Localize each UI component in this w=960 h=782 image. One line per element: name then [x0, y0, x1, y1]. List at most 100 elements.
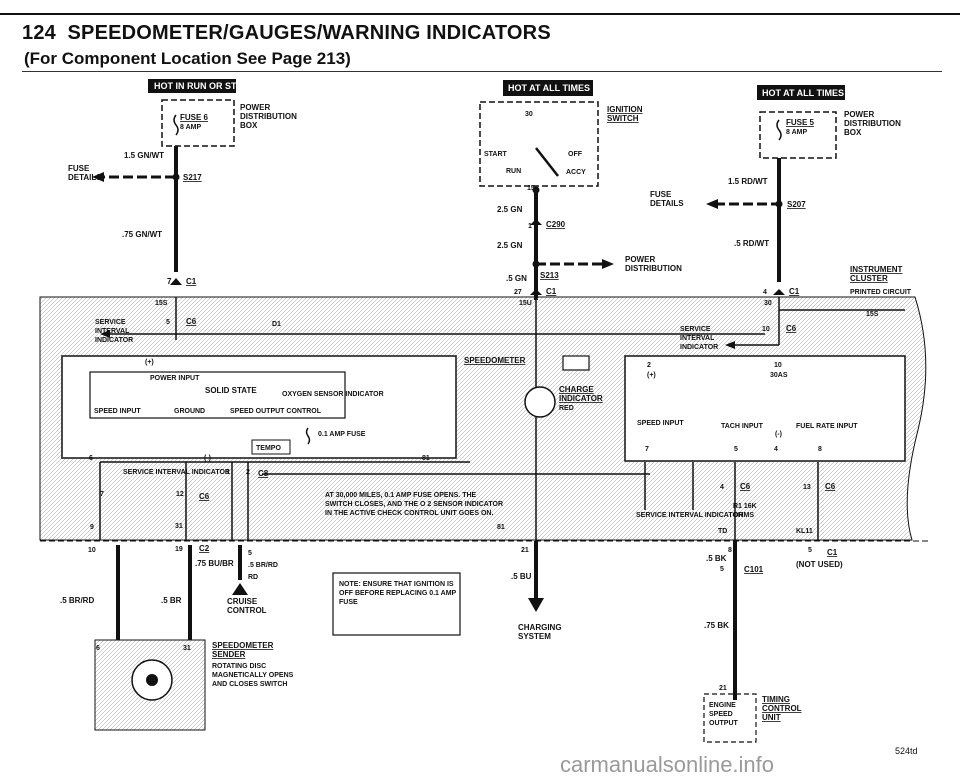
- page-subtitle: (For Component Location See Page 213): [24, 49, 351, 68]
- svg-text:C6: C6: [186, 317, 197, 326]
- badge-run-start: [148, 79, 236, 93]
- c1-left-pin: [170, 278, 182, 285]
- svg-text:15U: 15U: [519, 300, 532, 307]
- wire-label-w11: .5 BR/RD: [248, 562, 278, 569]
- svg-text:RD: RD: [248, 574, 258, 581]
- wire-label-w13: .5 BK: [706, 554, 727, 563]
- note-box: [332, 572, 461, 636]
- wire-label-w3: 2.5 GN: [497, 205, 523, 214]
- ign-terminal-15: 15: [527, 185, 535, 192]
- splice-s217-dot: [172, 173, 180, 181]
- svg-text:C6: C6: [740, 482, 751, 491]
- svg-text:5: 5: [720, 566, 724, 573]
- wire-label-w14: .75 BK: [704, 621, 729, 630]
- svg-text:10: 10: [88, 547, 96, 554]
- svg-text:6: 6: [89, 455, 93, 462]
- svg-text:C1: C1: [827, 548, 838, 557]
- svg-text:30: 30: [764, 300, 772, 307]
- svg-text:RED: RED: [559, 405, 574, 412]
- badge-run-start-text: HOT IN RUN OR START: [154, 81, 255, 91]
- svg-text:TACH INPUT: TACH INPUT: [721, 423, 764, 430]
- svg-text:4: 4: [774, 446, 778, 453]
- c1-center-label: C1: [546, 287, 557, 296]
- svg-text:19: 19: [175, 546, 183, 553]
- svg-text:SPEED INPUT: SPEED INPUT: [94, 408, 141, 415]
- wire-label-w5: .5 GN: [506, 274, 527, 283]
- svg-text:SPEED OUTPUT CONTROL: SPEED OUTPUT CONTROL: [230, 408, 322, 415]
- svg-text:5: 5: [808, 547, 812, 554]
- c1-left-label: C1: [186, 277, 197, 286]
- fuse5-box: [759, 111, 837, 159]
- svg-text:POWER INPUT: POWER INPUT: [150, 375, 200, 382]
- ign-run: RUN: [506, 168, 521, 175]
- svg-text:10: 10: [762, 326, 770, 333]
- svg-text:31: 31: [183, 645, 191, 652]
- svg-text:SERVICE INTERVAL INDICATOR: SERVICE INTERVAL INDICATOR: [123, 469, 230, 476]
- svg-text:C101: C101: [744, 565, 764, 574]
- svg-text:12: 12: [176, 491, 184, 498]
- svg-text:GROUND: GROUND: [174, 408, 205, 415]
- c1-right-pin: 4: [763, 289, 767, 296]
- badge-all-times-right-text: HOT AT ALL TIMES: [762, 88, 844, 98]
- svg-text:SERVICE INTERVAL INDICATOR: SERVICE INTERVAL INDICATOR: [636, 512, 743, 519]
- svg-text:SPEED INPUT: SPEED INPUT: [637, 420, 684, 427]
- svg-text:(+): (+): [647, 372, 656, 379]
- arrow-left: [92, 172, 104, 182]
- c290-label: C290: [546, 220, 566, 229]
- speedometer-label: SPEEDOMETER: [464, 356, 526, 365]
- svg-text:13: 13: [803, 484, 811, 491]
- svg-text:21: 21: [521, 547, 529, 554]
- mileage-note: AT 30,000 MILES, 0.1 AMP FUSE OPENS. THE…: [325, 492, 503, 517]
- ign-off: OFF: [568, 151, 583, 158]
- battery-symbol: [562, 355, 590, 371]
- fuse6-box: [161, 99, 235, 147]
- svg-text:C2: C2: [199, 544, 210, 553]
- not-used-label: (NOT USED): [796, 560, 843, 569]
- printed-circuit-label: PRINTED CIRCUIT: [850, 289, 912, 296]
- wire-label-w12: .5 BU: [511, 572, 532, 581]
- c290-pin: 1: [528, 223, 532, 230]
- badge-all-times-right: [757, 85, 845, 100]
- tempo-label: TEMPO: [256, 445, 281, 452]
- wire-label-w1: 1.5 GN/WT: [124, 151, 164, 160]
- wire-label-w6: 1.5 RD/WT: [728, 177, 768, 186]
- svg-text:81: 81: [497, 524, 505, 531]
- svg-text:2: 2: [647, 362, 651, 369]
- charge-indicator-bulb: [524, 386, 556, 418]
- wire-label-w7: .5 RD/WT: [734, 239, 769, 248]
- s207-label: S207: [787, 200, 806, 209]
- solid-state-text: SOLID STATE: [205, 386, 257, 395]
- svg-text:81: 81: [422, 455, 430, 462]
- ignition-lever: [535, 147, 559, 177]
- figure-code: 524td: [895, 746, 918, 756]
- ignition-box: [479, 101, 599, 187]
- svg-text:15S: 15S: [866, 311, 879, 318]
- page-number: 124: [22, 22, 56, 44]
- ign-start: START: [484, 151, 508, 158]
- wire-label-w10: .75 BU/BR: [195, 559, 234, 568]
- svg-text:TD: TD: [718, 528, 727, 535]
- svg-text:8: 8: [818, 446, 822, 453]
- svg-text:FUEL RATE INPUT: FUEL RATE INPUT: [796, 423, 858, 430]
- diode-d1: D1: [272, 321, 281, 328]
- svg-text:21: 21: [719, 685, 727, 692]
- fuse5-label: FUSE 5: [786, 118, 815, 127]
- c1-center-pin: 27: [514, 289, 522, 296]
- svg-text:OXYGEN SENSOR INDICATOR: OXYGEN SENSOR INDICATOR: [282, 391, 384, 398]
- wire-label-w8: .5 BR/RD: [60, 596, 94, 605]
- page-title: 124 SPEEDOMETER/GAUGES/WARNING INDICATOR…: [22, 22, 551, 45]
- svg-text:7: 7: [645, 446, 649, 453]
- c1-right-label: C1: [789, 287, 800, 296]
- fuse5-rating: 8 AMP: [786, 129, 807, 136]
